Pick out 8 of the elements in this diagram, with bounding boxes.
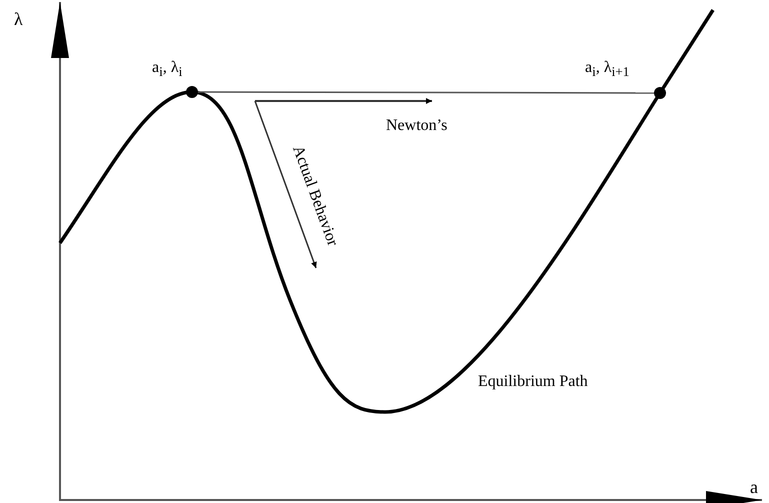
curve-label: Equilibrium Path: [478, 374, 588, 390]
arrow-label: Newton’s: [386, 118, 448, 134]
arrow-label: Actual Behavior: [289, 144, 340, 248]
axis-label: λ: [14, 10, 23, 28]
connecting-line: [198, 91, 654, 94]
point-label: a$_{i}$, λ$_{i}$: [152, 60, 182, 79]
point-label: a$_{i}$, λ$_{i+1}$: [585, 60, 630, 79]
axis-label: a: [750, 478, 758, 496]
